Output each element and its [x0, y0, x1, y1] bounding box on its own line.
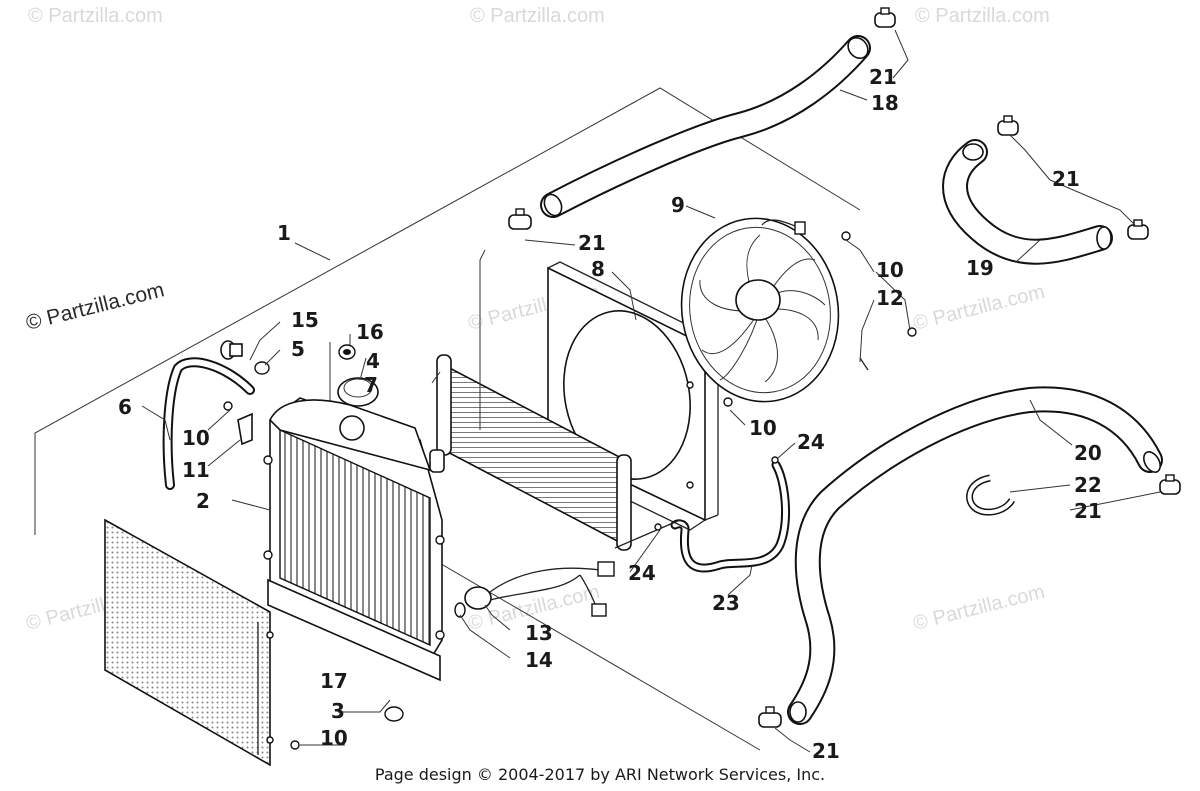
- callout-6: 6: [118, 395, 132, 419]
- callout-3: 3: [331, 699, 345, 723]
- callout-21-lower-right: 21: [1074, 499, 1102, 523]
- callout-9: 9: [671, 193, 685, 217]
- cooling-fan-part-9: [680, 217, 869, 403]
- callout-21-shroud: 21: [578, 231, 606, 255]
- screen-part-3: [104, 518, 274, 767]
- callout-10-screen: 10: [320, 726, 348, 750]
- radiator-part-2: [263, 397, 445, 682]
- upper-hose-part-18: [540, 35, 871, 218]
- bracket-part-11: [237, 412, 253, 446]
- o-ring-part-14: [454, 602, 466, 618]
- callout-8: 8: [591, 257, 605, 281]
- callout-4: 4: [366, 349, 380, 373]
- radiator-cap-part-4: [337, 377, 379, 407]
- condenser-part-7: [436, 354, 681, 551]
- callout-11: 11: [182, 458, 210, 482]
- callout-1: 1: [277, 221, 291, 245]
- callout-15: 15: [291, 308, 319, 332]
- callout-10-fan-top: 10: [876, 258, 904, 282]
- callout-21-top: 21: [869, 65, 897, 89]
- callout-20: 20: [1074, 441, 1102, 465]
- screws: [223, 231, 917, 750]
- callout-16: 16: [356, 320, 384, 344]
- overflow-hose-part-6: [162, 357, 255, 490]
- callout-19: 19: [966, 256, 994, 280]
- callout-17: 17: [320, 669, 348, 693]
- assembly-outline: [34, 87, 861, 751]
- hose-part-19: [942, 139, 1113, 265]
- callout-22: 22: [1074, 473, 1102, 497]
- fitting-part-15: [220, 340, 243, 360]
- callout-21-bottom: 21: [812, 739, 840, 763]
- watermark-faint: © Partzilla.com: [911, 581, 1047, 635]
- callout-10-shroud: 10: [749, 416, 777, 440]
- callout-14: 14: [525, 648, 553, 672]
- callout-18: 18: [871, 91, 899, 115]
- watermark-faint: © Partzilla.com: [911, 281, 1047, 335]
- callout-labels: 1 2 3 4 5 6 7 8 9 10 10 10 10 11 12 13 1…: [118, 65, 1102, 763]
- footer-copyright: Page design © 2004-2017 by ARI Network S…: [375, 765, 825, 784]
- lower-hose-part-20: [787, 386, 1163, 725]
- watermark-main: © Partzilla.com: [24, 278, 167, 335]
- callout-7: 7: [364, 373, 378, 397]
- leader-lines: [141, 29, 1161, 753]
- callout-24-lower: 24: [628, 561, 656, 585]
- watermark-faint: © Partzilla.com: [28, 5, 163, 27]
- callout-12: 12: [876, 286, 904, 310]
- callout-23: 23: [712, 591, 740, 615]
- grommet-part-17: [384, 706, 404, 722]
- fan-switch-part-13: [464, 561, 615, 617]
- callout-13: 13: [525, 621, 553, 645]
- callout-21-right: 21: [1052, 167, 1080, 191]
- watermark-faint: © Partzilla.com: [915, 5, 1050, 27]
- hose-clamps-part-21: [508, 7, 1181, 728]
- clip-part-22: [966, 474, 1016, 516]
- callout-5: 5: [291, 337, 305, 361]
- watermark-faint: © Partzilla.com: [470, 5, 605, 27]
- callout-2: 2: [196, 489, 210, 513]
- seal-part-16: [338, 344, 356, 360]
- callout-10-left: 10: [182, 426, 210, 450]
- callout-24-upper: 24: [797, 430, 825, 454]
